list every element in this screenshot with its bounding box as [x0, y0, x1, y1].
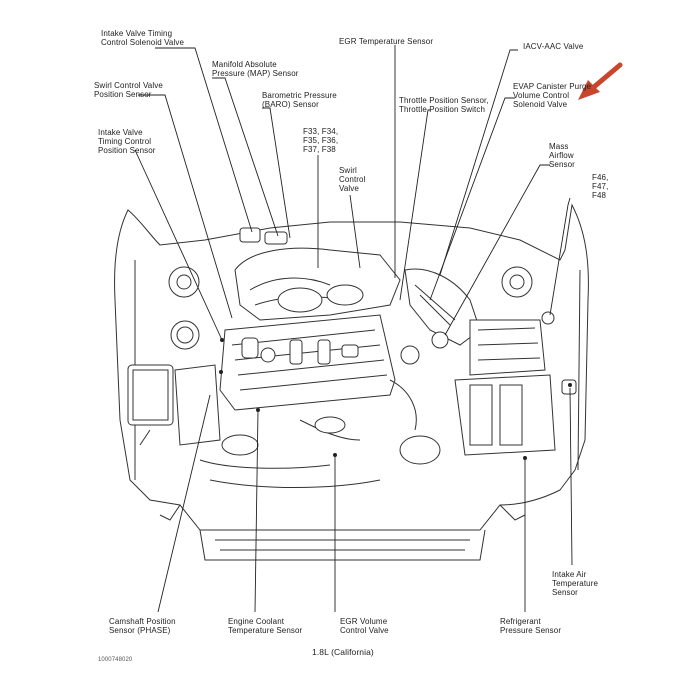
engine-block	[219, 314, 396, 411]
label-fuses-f33-f38: F33, F34, F35, F36, F37, F38	[303, 127, 339, 154]
intake-manifold	[234, 227, 401, 321]
label-fuses-f46-f48: F46, F47, F48	[592, 173, 609, 200]
diagram-caption: 1.8L (California)	[312, 647, 374, 657]
radiator-assembly	[454, 374, 577, 456]
label-evap-purge-solenoid: EVAP Canister Purge Volume Control Solen…	[513, 82, 592, 109]
label-refrigerant-pressure-sensor: Refrigerant Pressure Sensor	[500, 617, 562, 635]
label-mass-airflow-sensor: Mass Airflow Sensor	[549, 142, 575, 169]
label-egr-temperature-sensor: EGR Temperature Sensor	[339, 37, 434, 46]
label-throttle-position-sensor: Throttle Position Sensor, Throttle Posit…	[399, 96, 489, 114]
label-intake-air-temperature-sensor: Intake Air Temperature Sensor	[552, 570, 599, 597]
label-map-sensor: Manifold Absolute Pressure (MAP) Sensor	[212, 60, 299, 78]
label-swirl-control-valve-position-sensor: Swirl Control Valve Position Sensor	[94, 81, 163, 99]
engine-bay-outline	[114, 203, 589, 561]
battery	[127, 320, 200, 426]
label-baro-sensor: Barometric Pressure (BARO) Sensor	[262, 91, 337, 109]
strut-tower-left	[168, 266, 200, 298]
label-iacv-aac-valve: IACV-AAC Valve	[523, 42, 584, 51]
red-arrow-pointer	[578, 62, 623, 100]
label-camshaft-position-sensor: Camshaft Position Sensor (PHASE)	[109, 617, 176, 635]
strut-tower-right	[501, 266, 533, 298]
label-ivt-position-sensor: Intake Valve Timing Control Position Sen…	[98, 128, 156, 155]
label-ivt-control-solenoid-valve: Intake Valve Timing Control Solenoid Val…	[101, 29, 184, 47]
lower-left-assemblies	[139, 345, 441, 488]
figure-id: 1000748020	[98, 657, 133, 663]
label-swirl-control-valve: Swirl Control Valve	[339, 166, 366, 193]
label-egr-volume-control-valve: EGR Volume Control Valve	[340, 617, 389, 635]
air-intake	[404, 268, 555, 376]
label-engine-coolant-temp-sensor: Engine Coolant Temperature Sensor	[228, 617, 303, 635]
leader-lines	[134, 45, 573, 613]
